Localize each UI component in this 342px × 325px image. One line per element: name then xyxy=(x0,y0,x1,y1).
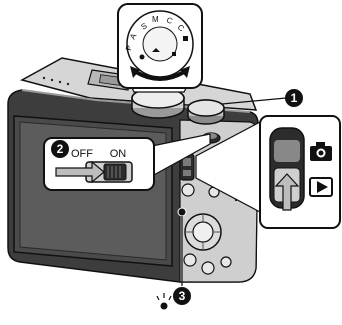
callout-number: 1 xyxy=(291,91,298,105)
play-icon xyxy=(310,178,332,196)
dial-letter: M xyxy=(152,15,159,24)
mode-dial-inset: S A P M C C xyxy=(118,4,202,92)
callout-number: 3 xyxy=(179,289,186,303)
blinking-lamp-icon xyxy=(157,293,171,310)
callout-1: 1 xyxy=(285,89,303,107)
off-label: OFF xyxy=(71,148,93,160)
shutter-button[interactable] xyxy=(188,100,224,124)
switch-knob xyxy=(104,164,126,180)
control-pad[interactable] xyxy=(185,214,221,250)
on-label: ON xyxy=(110,148,127,160)
callout-3: 3 xyxy=(173,287,191,305)
callout-number: 2 xyxy=(57,142,64,156)
callout-2: 2 xyxy=(51,140,69,158)
status-indicator xyxy=(178,208,186,216)
